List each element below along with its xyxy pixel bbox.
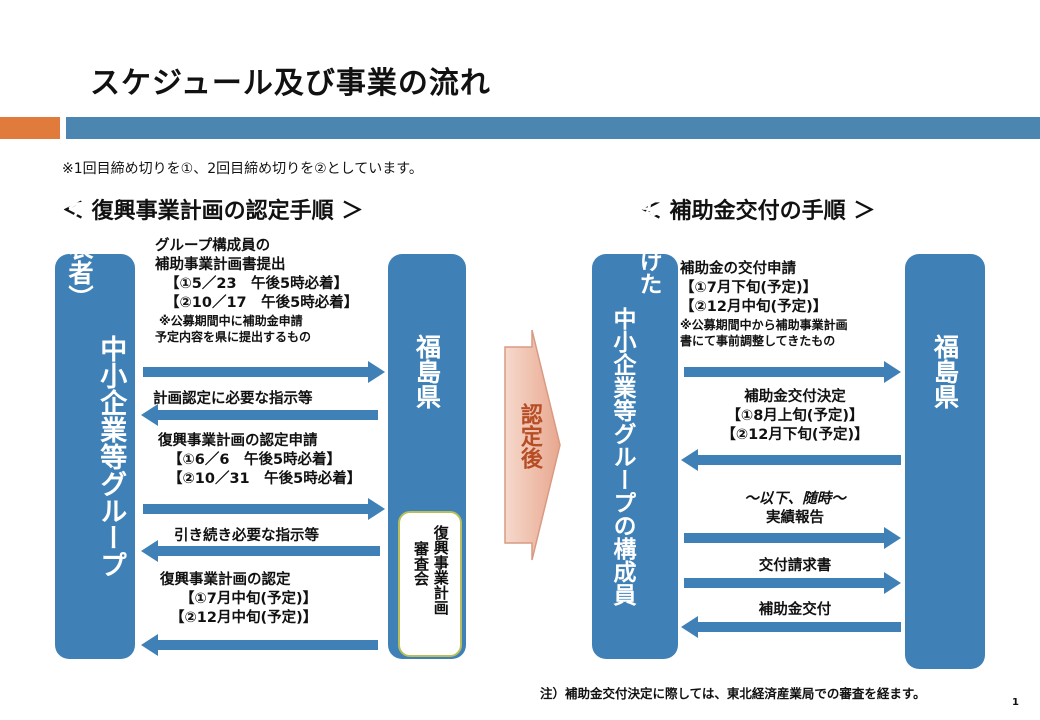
footnote: 注）補助金交付決定に際しては、東北経済産業局での審査を経ます。	[540, 686, 926, 701]
fukushima-prefecture-pillar-right: 福島県	[905, 254, 985, 669]
right-step3-text: ～以下、随時～ 実績報告	[744, 491, 846, 526]
arrow-left-grant-decision	[681, 449, 901, 471]
left-section-heading: ＜ 復興事業計画の認定手順 ＞	[62, 199, 364, 224]
right-section-heading: ＜ 補助金交付の手順 ＞	[640, 199, 876, 224]
sme-group-representative-pillar: 中小企業等グループ （代表者）	[55, 185, 135, 659]
arrow-right-payment-request	[684, 572, 901, 594]
arrow-left-instructions	[141, 404, 378, 426]
arrow-left-grant-payment	[681, 616, 901, 638]
review-committee-line1: 復興事業計画	[431, 525, 450, 615]
certified-sme-member-pillar: 認定を受けた 中小企業等グループの構成員	[592, 157, 678, 659]
arrow-left-continued-instructions	[141, 540, 380, 562]
arrow-right-certification-application	[143, 498, 385, 520]
arrow-right-plan-submission	[143, 361, 385, 383]
after-certification-label: 認定後	[516, 403, 542, 469]
arrow-right-performance-report	[684, 527, 901, 549]
fukushima-label-right: 福島県	[930, 334, 960, 409]
review-committee-box: 復興事業計画 審査会	[398, 511, 462, 657]
left-step3-text: 復興事業計画の認定申請 【①6／6 午後5時必着】 【②10／31 午後5時必着…	[158, 433, 362, 487]
sme-member-label: 中小企業等グループの構成員	[609, 307, 635, 606]
arrow-right-grant-application	[684, 361, 901, 383]
right-step1-text: 補助金の交付申請 【①7月下旬(予定)】 【②12月中旬(予定)】 ※公募期間中…	[680, 261, 848, 348]
left-step4-text: 引き続き必要な指示等	[174, 528, 319, 544]
left-step1-text: グループ構成員の 補助事業計画書提出 【①5／23 午後5時必着】 【②10／1…	[155, 238, 359, 344]
arrow-left-certification	[141, 634, 378, 656]
left-step2-text: 計画認定に必要な指示等	[153, 391, 313, 407]
fukushima-label: 福島県	[412, 334, 442, 409]
right-step2-text: 補助金交付決定 【①8月上旬(予定)】 【②12月下旬(予定)】	[721, 389, 869, 443]
certified-label: 認定を受けた	[635, 157, 662, 295]
top-note: ※1回目締め切りを①、2回目締め切りを②としています。	[62, 161, 423, 177]
review-committee-line2: 審査会	[412, 541, 430, 586]
page-number: 1	[1012, 697, 1019, 708]
header-accent-blue	[66, 117, 1040, 139]
right-step5-text: 補助金交付	[758, 602, 832, 618]
header-accent-orange	[0, 117, 60, 139]
right-step4-text: 交付請求書	[758, 558, 832, 574]
sme-group-label: 中小企業等グループ	[95, 335, 127, 578]
page-title: スケジュール及び事業の流れ	[90, 66, 491, 101]
representative-label: （代表者）	[64, 185, 94, 310]
after-certification-arrow	[504, 329, 561, 561]
left-step5-text: 復興事業計画の認定 【①7月中旬(予定)】 【②12月中旬(予定)】	[160, 572, 318, 626]
